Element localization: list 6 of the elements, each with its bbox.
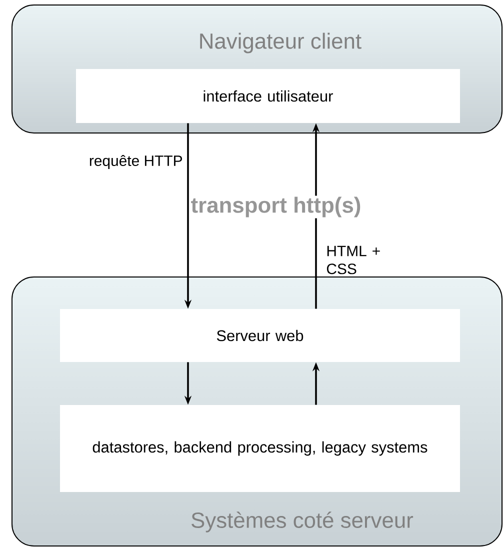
edge-label: HTML + CSS: [326, 246, 380, 274]
layer-label: transport http(s): [190, 196, 362, 218]
component-box: datastores, backend processing, legacy systems: [60, 405, 460, 492]
edge-label: requête HTTP: [90, 155, 182, 169]
component-box: interface utilisateur: [76, 69, 460, 123]
component-box: Serveur web: [60, 309, 460, 362]
